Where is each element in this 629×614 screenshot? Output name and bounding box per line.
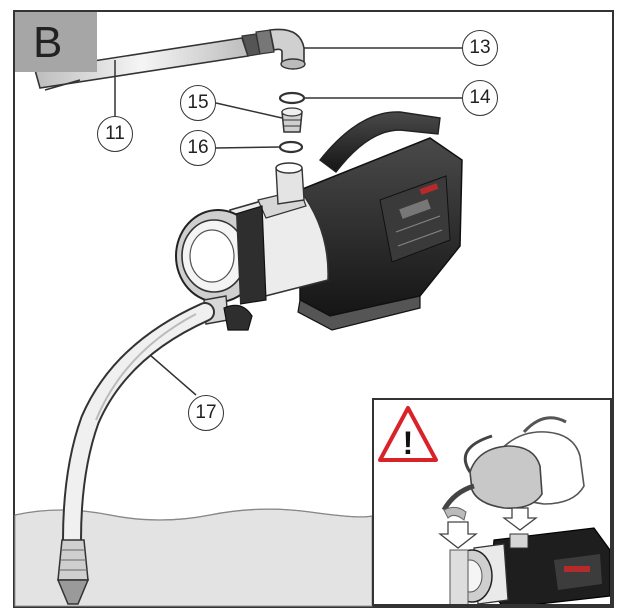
- seal-ring-16: [278, 140, 304, 154]
- garden-pump: [175, 111, 463, 331]
- callout-16-label: 16: [187, 137, 209, 158]
- callout-13-label: 13: [469, 37, 491, 58]
- suction-hose-17: [62, 302, 215, 550]
- warning-symbol: !: [403, 425, 414, 461]
- fill-arrow-right: [502, 507, 538, 531]
- callout-17: 17: [188, 395, 224, 431]
- priming-inset: !: [372, 398, 612, 606]
- callout-17-label: 17: [195, 402, 217, 423]
- seal-ring-14: [278, 91, 306, 105]
- callout-15-label: 15: [187, 92, 209, 113]
- warning-triangle-icon: !: [378, 406, 438, 462]
- callout-11-label: 11: [105, 123, 125, 144]
- connector-nipple-15: [281, 107, 303, 133]
- suction-filter: [56, 539, 90, 605]
- panel-letter: B: [33, 18, 63, 67]
- panel-label: B: [15, 12, 97, 72]
- callout-14-label: 14: [469, 87, 491, 108]
- pressure-hose-11: [33, 29, 275, 89]
- water-surface: [14, 508, 373, 607]
- leader-lines: [44, 47, 462, 396]
- watering-can-front: [441, 434, 543, 512]
- fill-arrow-left: [438, 521, 478, 549]
- inset-pump: [449, 527, 610, 604]
- callout-14: 14: [462, 80, 498, 116]
- callout-16: 16: [180, 130, 216, 166]
- elbow-fitting-13: [269, 28, 306, 70]
- callout-11: 11: [97, 116, 133, 152]
- callout-15: 15: [180, 85, 216, 121]
- callout-13: 13: [462, 30, 498, 66]
- priming-illustration: !: [378, 406, 610, 604]
